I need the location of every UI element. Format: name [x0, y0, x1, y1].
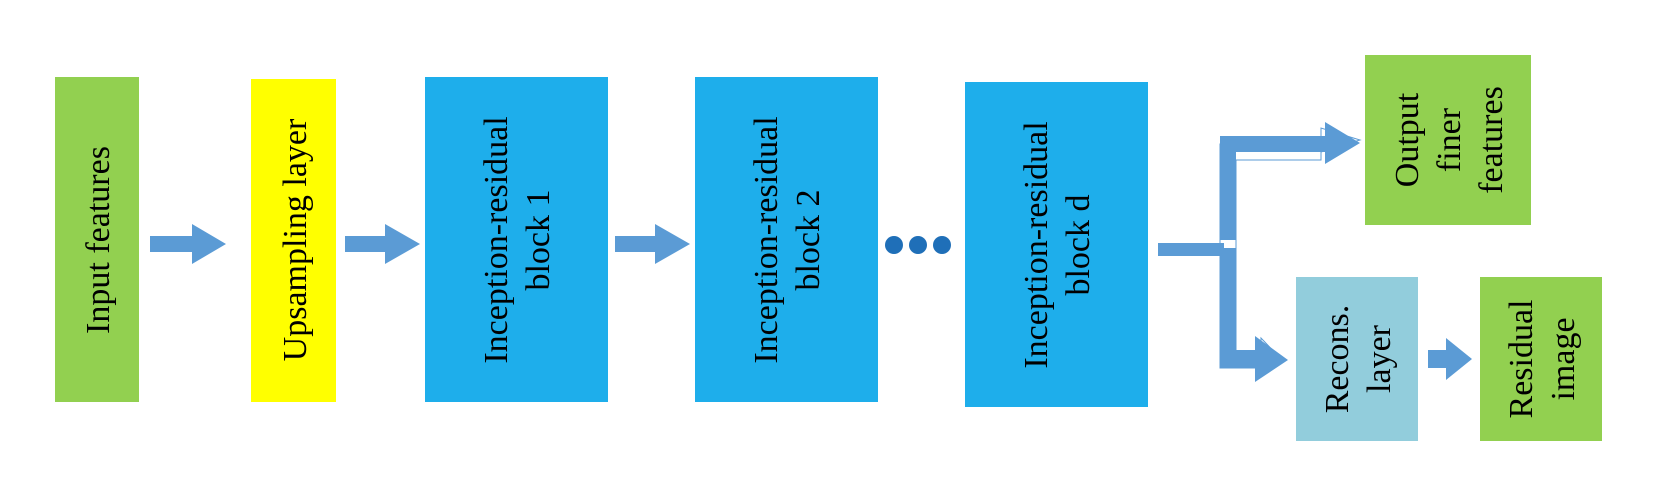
ellipsis-dot — [909, 236, 927, 254]
upsampling-layer-node: Upsampling layer — [251, 79, 336, 402]
input-features-label: Input features — [80, 146, 117, 334]
arrow-to-output — [1220, 122, 1360, 240]
connector-stem — [1158, 243, 1224, 256]
label-line: Inception-residual — [1018, 121, 1055, 368]
label-line: Output — [1389, 92, 1426, 187]
arrow-input-to-upsampling — [150, 224, 226, 264]
label-line: layer — [1361, 324, 1398, 393]
arrow-block-1-to-block-2 — [615, 224, 690, 264]
upsampling-layer-label: Upsampling layer — [277, 118, 314, 361]
label-line: Residual — [1503, 300, 1540, 419]
arrow-to-recons — [1220, 248, 1288, 382]
arrow-upsampling-to-block-1 — [345, 224, 420, 264]
label-line: block 1 — [520, 189, 557, 290]
input-features-node: Input features — [55, 77, 139, 402]
arrow-recons-to-residual — [1428, 338, 1472, 380]
label-line: finer — [1431, 107, 1468, 172]
label-line: Upsampling layer — [277, 118, 314, 361]
label-line: Inception-residual — [478, 116, 515, 363]
label-line: features — [1473, 86, 1510, 194]
label-line: image — [1545, 317, 1582, 400]
label-line: Inception-residual — [748, 116, 785, 363]
recons-layer-label: Recons.layer — [1319, 305, 1398, 414]
ellipsis-dot — [933, 236, 951, 254]
label-line: Input features — [80, 146, 117, 334]
label-line: block d — [1060, 194, 1097, 295]
label-line: block 2 — [790, 189, 827, 290]
label-line: Recons. — [1319, 305, 1356, 414]
ellipsis-dot — [885, 236, 903, 254]
recons-layer-node: Recons.layer — [1296, 277, 1418, 441]
